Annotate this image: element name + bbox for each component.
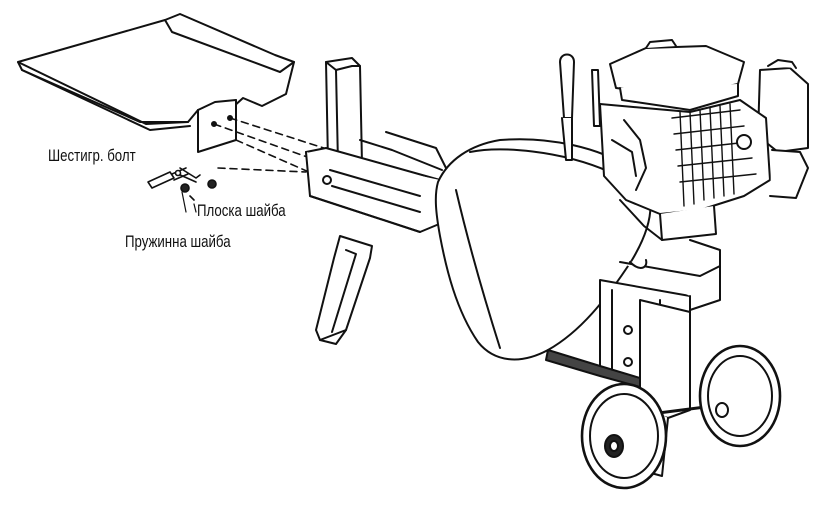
front-support-leg — [315, 235, 373, 345]
hex-bolt-label: Шестигр. болт — [48, 146, 136, 165]
fastener-parts — [147, 167, 217, 201]
rear-wheel — [698, 344, 782, 448]
work-table — [17, 13, 295, 153]
control-lever — [559, 53, 601, 161]
front-wheel — [580, 382, 668, 490]
flat-washer-label: Плоска шайба — [197, 201, 286, 220]
spring-washer-label: Пружинна шайба — [125, 232, 231, 251]
alignment-dashed-lines — [213, 117, 331, 177]
label-leader-lines — [181, 191, 197, 213]
gas-engine — [599, 39, 809, 241]
splitting-wedge — [325, 57, 363, 171]
